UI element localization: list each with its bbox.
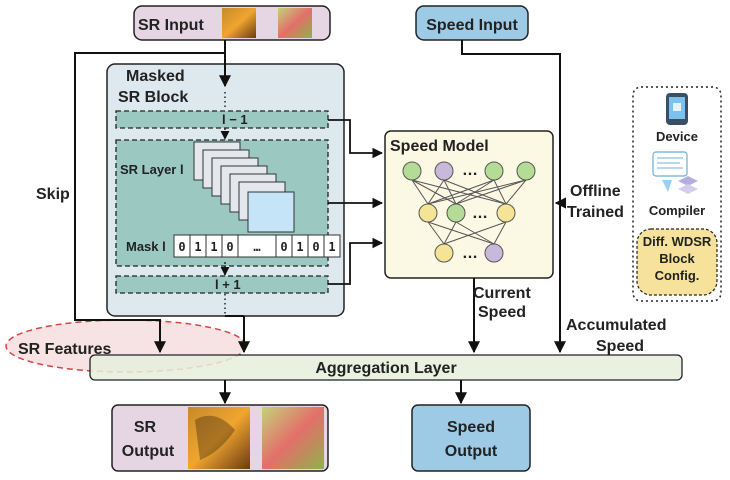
- leaf-output-image: [262, 407, 324, 469]
- current-speed-label-1: Current: [473, 285, 531, 302]
- ellipsis-row2: …: [472, 205, 488, 222]
- accumulated-speed-arrow: [461, 40, 566, 354]
- sr-input-box: SR Input: [133, 5, 331, 41]
- masked-sr-block: Masked SR Block l − 1 SR Layer l Mask l …: [106, 63, 345, 317]
- mask-cell-value: 1: [194, 240, 201, 254]
- network-edge: [493, 221, 507, 245]
- network-edge: [443, 221, 457, 245]
- skip-arrow: [74, 52, 225, 354]
- next-layer-to-speed-model-arrow: [328, 237, 384, 285]
- mask-cell-value: …: [253, 240, 260, 254]
- network-edge: [427, 221, 445, 245]
- network-edge: [443, 221, 507, 245]
- mask-cell-value: 0: [280, 240, 287, 254]
- network-edge: [455, 179, 527, 205]
- speed-model: Speed Model … … …: [384, 130, 554, 279]
- prev-layer-to-speed-model-arrow: [328, 119, 384, 159]
- accumulated-label-2: Speed: [596, 338, 644, 355]
- network-edge: [427, 179, 495, 205]
- network-edge: [411, 179, 507, 205]
- network-node: [418, 203, 438, 223]
- phone-icon: [666, 93, 688, 125]
- sr-output-box: SR Output: [111, 404, 329, 472]
- ellipsis-row3: …: [462, 245, 478, 262]
- network-node: [402, 161, 422, 181]
- skip-label: Skip: [36, 186, 70, 203]
- config-box: [636, 228, 718, 296]
- config-label-1: Diff. WDSR: [643, 234, 712, 249]
- mask-cell-value: 1: [296, 240, 303, 254]
- offline-label-bg: [566, 182, 636, 224]
- network-nodes: [402, 161, 536, 263]
- compiler-icon: [652, 151, 698, 194]
- sr-features-label: SR Features: [18, 341, 111, 358]
- network-node: [484, 161, 504, 181]
- speed-output-label-2: Output: [445, 443, 498, 460]
- speed-model-title: Speed Model: [390, 138, 489, 155]
- mask-cell-value: 0: [226, 240, 233, 254]
- feature-map-stack: [193, 141, 295, 233]
- network-node: [496, 203, 516, 223]
- mask-cell-value: 0: [178, 240, 185, 254]
- butterfly-thumbnail: [222, 8, 256, 38]
- network-node: [484, 243, 504, 263]
- offline-label-2: Trained: [567, 204, 624, 221]
- network-node: [446, 203, 466, 223]
- network-node: [516, 161, 536, 181]
- compiler-label: Compiler: [649, 203, 705, 218]
- device-label: Device: [656, 129, 698, 144]
- mask-label: Mask l: [126, 239, 166, 254]
- sr-output-label-1: SR: [134, 419, 157, 436]
- network-edge: [411, 179, 457, 205]
- mask-cell-value: 1: [328, 240, 335, 254]
- speed-output-box: Speed Output: [411, 404, 531, 472]
- network-edge: [427, 179, 527, 205]
- config-label-2: Block: [659, 251, 695, 266]
- network-edge: [427, 221, 495, 245]
- offline-label-1: Offline: [570, 183, 621, 200]
- speed-input-box: Speed Input: [415, 5, 529, 41]
- offline-panel: Device Compiler Diff. WDSR Block Config.: [632, 86, 722, 302]
- leaf-thumbnail: [278, 8, 312, 38]
- masked-block-title-2: SR Block: [118, 89, 188, 106]
- layer-next-label: l + 1: [215, 277, 241, 292]
- current-speed-label-2: Speed: [478, 304, 526, 321]
- sr-output-label-2: Output: [122, 443, 175, 460]
- network-node: [434, 161, 454, 181]
- network-edge: [443, 179, 457, 205]
- mask-cell-value: 1: [210, 240, 217, 254]
- speed-input-label: Speed Input: [426, 17, 518, 34]
- butterfly-output-image: [188, 407, 250, 469]
- network-edge: [493, 179, 507, 205]
- config-label-3: Config.: [655, 268, 700, 283]
- network-edge: [411, 179, 429, 205]
- network-edge: [505, 179, 527, 205]
- layer-prev-label: l − 1: [222, 112, 248, 127]
- network-edges: [411, 179, 527, 245]
- network-edge: [427, 179, 445, 205]
- network-node: [434, 243, 454, 263]
- speed-output-label-1: Speed: [447, 419, 495, 436]
- mask-cell-box: [323, 234, 341, 258]
- aggregation-layer: Aggregation Layer: [89, 354, 683, 381]
- aggregation-label: Aggregation Layer: [315, 360, 456, 377]
- mask-cell-value: 0: [312, 240, 319, 254]
- sr-input-label: SR Input: [138, 17, 204, 34]
- ellipsis-row1: …: [462, 162, 478, 179]
- masked-block-title-1: Masked: [126, 68, 185, 85]
- sr-layer-label: SR Layer l: [120, 162, 184, 177]
- accumulated-label-1: Accumulated: [566, 317, 666, 334]
